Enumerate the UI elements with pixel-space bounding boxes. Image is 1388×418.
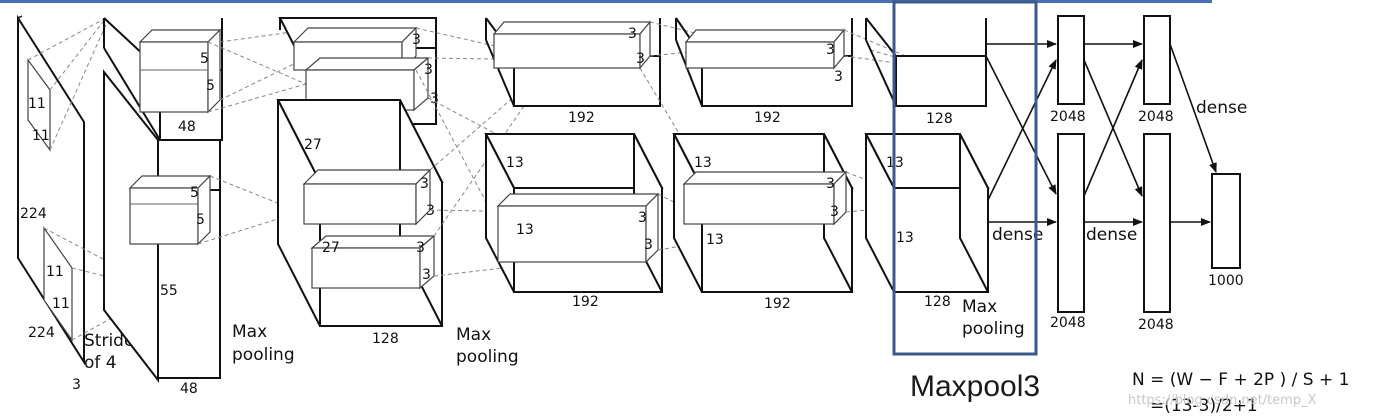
dense-label: dense	[992, 225, 1043, 245]
maxpool3-highlight-box	[892, 0, 1038, 356]
conv1-depth-label: 48	[180, 381, 198, 397]
dense-label: dense	[1086, 225, 1137, 245]
kernel-11-label: 11	[32, 128, 50, 144]
kernel-3-label: 3	[422, 267, 431, 283]
kernel-3-label: 3	[430, 91, 439, 107]
conv3-size-label: 13	[516, 222, 534, 238]
conv3-layer: 3 3 192 13 13 3 3 192	[484, 17, 664, 310]
fc-layers: 2048 2048 2048 2048 1000 dense dense den…	[985, 15, 1247, 333]
conv2-depth-label: 128	[372, 331, 399, 347]
stride-label: of 4	[84, 353, 117, 373]
conv2-size-label: 27	[322, 240, 340, 256]
kernel-3-label: 3	[644, 237, 653, 253]
conv1-layer: 5 5 48 55 5 5 55 48 Max pooling	[103, 17, 295, 397]
input-depth-label: 3	[72, 377, 81, 393]
fc2-size-label: 2048	[1138, 109, 1174, 125]
conv4-size-label: 13	[694, 155, 712, 171]
kernel-3-label: 3	[426, 203, 435, 219]
kernel-5-label: 5	[196, 212, 205, 228]
kernel-11-label: 11	[28, 96, 46, 112]
output-size-label: 1000	[1208, 273, 1244, 289]
maxpool-label: pooling	[232, 345, 295, 365]
conv5-size-label: 13	[896, 230, 914, 246]
fc2-size-label: 2048	[1138, 317, 1174, 333]
output-size-calculation: =(13-3)/2+1	[1150, 396, 1258, 416]
watermark: https://blog.csdn.net/temp_X	[1128, 393, 1317, 408]
conv1-depth-label: 48	[178, 119, 196, 135]
kernel-11-label: 11	[52, 296, 70, 312]
input-height-label: 224	[20, 206, 47, 222]
top-accent-bar	[0, 0, 1212, 3]
fc1-size-label: 2048	[1050, 315, 1086, 331]
kernel-5-label: 5	[206, 78, 215, 94]
kernel-3-label: 3	[424, 62, 433, 78]
fc1-size-label: 2048	[1050, 109, 1086, 125]
conv2-size-label: 27	[304, 137, 322, 153]
maxpool-label: Max	[456, 325, 491, 345]
kernel-3-label: 3	[636, 51, 645, 67]
conv4-depth-label: 192	[754, 110, 781, 126]
input-layer: 224 224 3 11 11 11 11 Stride of 4	[17, 14, 134, 393]
kernel-3-label: 3	[826, 176, 835, 192]
maxpool3-caption: Maxpool3	[910, 370, 1040, 403]
kernel-3-label: 3	[412, 32, 421, 48]
conv3-size-label: 13	[506, 155, 524, 171]
conv5-layer: 128 13 13 128 Max pooling	[864, 17, 1025, 339]
kernel-3-label: 3	[834, 69, 843, 85]
maxpool-label: pooling	[962, 319, 1025, 339]
conv1-size-label: 55	[160, 283, 178, 299]
kernel-3-label: 3	[628, 26, 637, 42]
maxpool-label: Max	[962, 297, 997, 317]
kernel-5-label: 5	[200, 51, 209, 67]
conv5-depth-label: 128	[926, 111, 953, 127]
kernel-3-label: 3	[416, 240, 425, 256]
output-size-formula: N = (W − F + 2P ) / S + 1	[1132, 370, 1349, 390]
conv3-depth-label: 192	[572, 294, 599, 310]
maxpool-label: Max	[232, 322, 267, 342]
conv4-depth-label: 192	[764, 296, 791, 312]
conv4-size-label: 13	[706, 232, 724, 248]
conv3-depth-label: 192	[568, 110, 595, 126]
stride-label: Stride	[84, 331, 134, 351]
kernel-3-label: 3	[420, 176, 429, 192]
kernel-3-label: 3	[826, 42, 835, 58]
dense-label: dense	[1196, 98, 1247, 118]
kernel-11-label: 11	[46, 264, 64, 280]
input-width-label: 224	[28, 325, 55, 341]
maxpool-label: pooling	[456, 347, 519, 367]
conv2-layer: 3 3 3 128 27 27 3 3 3 3 128 Max pooling	[276, 17, 519, 367]
conv5-depth-label: 128	[924, 294, 951, 310]
conv4-layer: 3 3 192 13 13 3 3 192	[672, 17, 854, 312]
kernel-3-label: 3	[830, 204, 839, 220]
kernel-3-label: 3	[638, 210, 647, 226]
kernel-5-label: 5	[190, 185, 199, 201]
